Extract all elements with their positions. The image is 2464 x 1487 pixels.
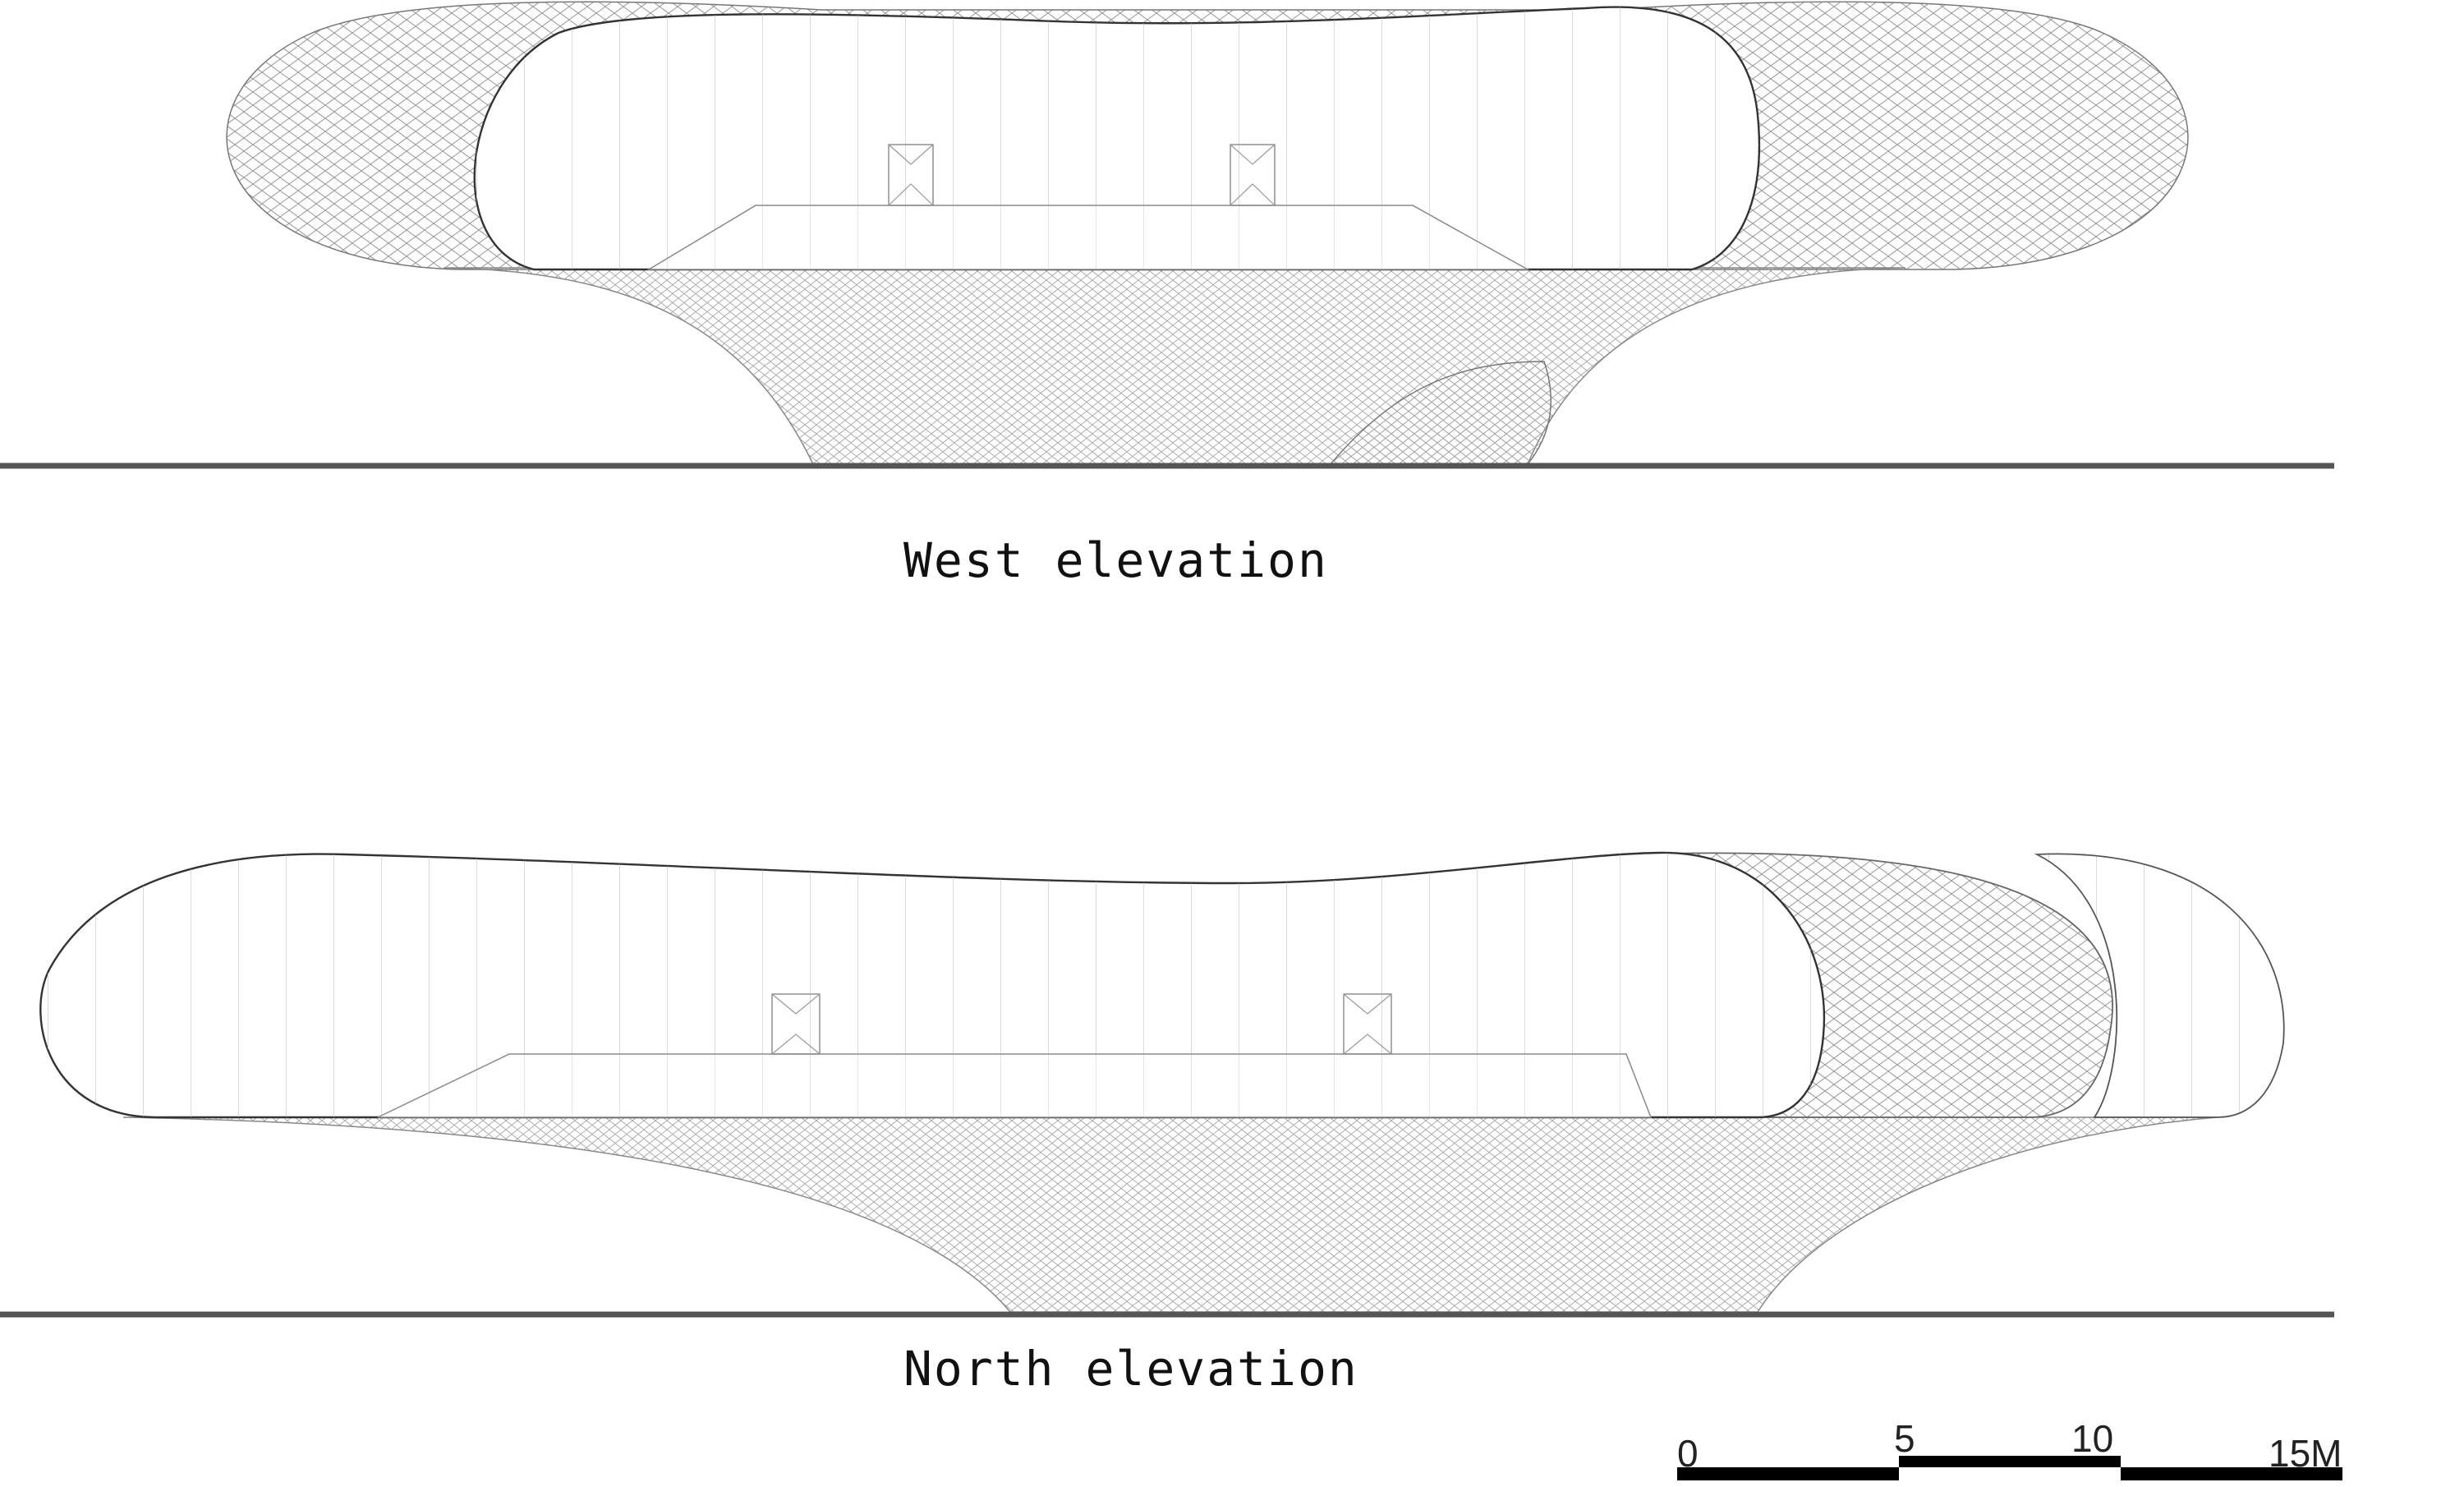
west-elevation-caption: West elevation — [903, 532, 1328, 588]
north-elevation — [0, 851, 2334, 1318]
north-funnel — [122, 1116, 2218, 1313]
west-stair — [1329, 361, 1551, 465]
west-elevation — [0, 1, 2334, 469]
scale-bar — [1677, 1456, 2342, 1480]
scale-label-15m: 15M — [2269, 1432, 2342, 1475]
north-elevation-caption: North elevation — [903, 1341, 1358, 1397]
scale-label-5: 5 — [1894, 1417, 1915, 1460]
west-funnel — [443, 267, 1906, 465]
scale-label-0: 0 — [1677, 1432, 1699, 1475]
north-endcap — [2034, 853, 2285, 1118]
scale-label-10: 10 — [2071, 1417, 2114, 1460]
